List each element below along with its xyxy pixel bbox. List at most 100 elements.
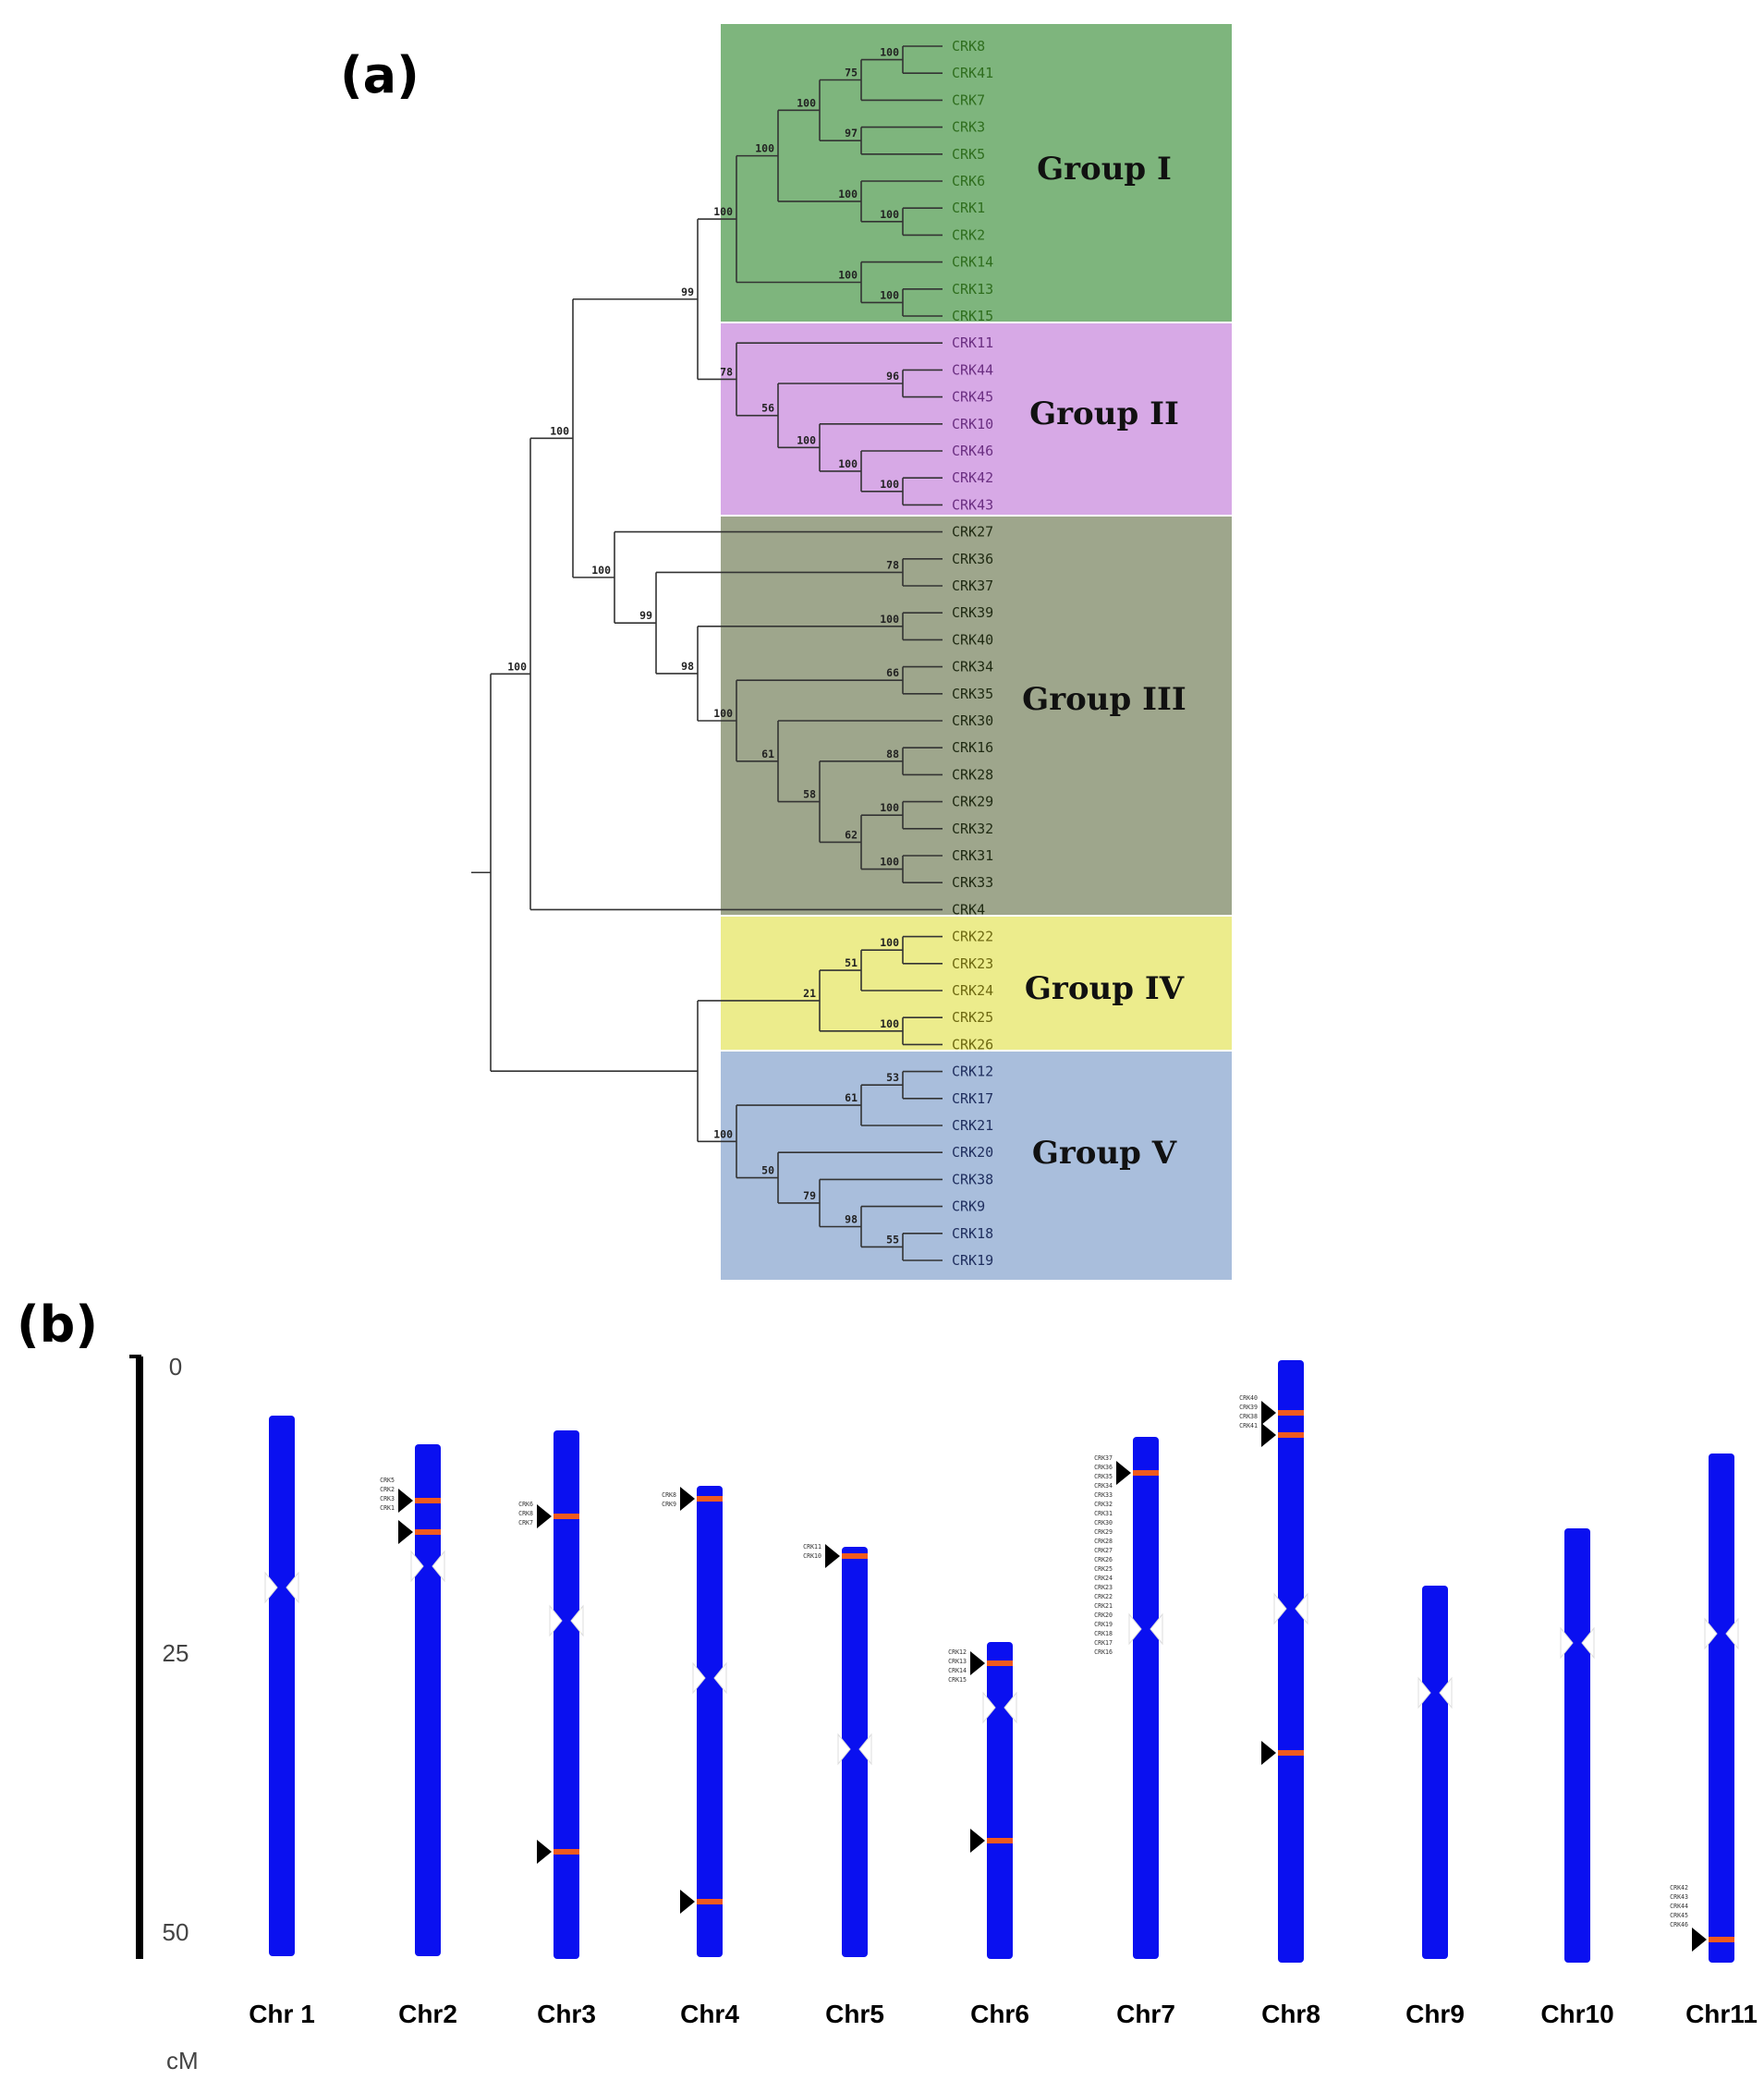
gene-label: CRK29 bbox=[1094, 1528, 1113, 1536]
gene-label: CRK5 bbox=[380, 1477, 395, 1484]
gene-label: CRK17 bbox=[1094, 1639, 1113, 1647]
leaf-label: CRK8 bbox=[952, 38, 985, 55]
leaf-label: CRK35 bbox=[952, 686, 993, 702]
gene-label: CRK20 bbox=[1094, 1612, 1113, 1619]
chromosomes: Chr 1CRK5CRK2CRK3CRK1Chr2CRK6CRK8CRK7Chr… bbox=[249, 1360, 1758, 2028]
bootstrap-value: 100 bbox=[838, 188, 858, 201]
group-box-4 bbox=[721, 917, 1232, 1050]
centromere bbox=[1273, 1592, 1308, 1625]
gene-marker bbox=[1278, 1410, 1304, 1416]
marker-arrow bbox=[970, 1829, 985, 1853]
leaf-label: CRK11 bbox=[952, 335, 993, 351]
tree-branches bbox=[471, 45, 943, 1261]
gene-label: CRK10 bbox=[803, 1552, 821, 1560]
leaf-label: CRK32 bbox=[952, 821, 993, 837]
gene-label: CRK16 bbox=[1094, 1648, 1113, 1656]
marker-arrow bbox=[537, 1504, 552, 1528]
bootstrap-value: 100 bbox=[880, 478, 899, 491]
gene-marker bbox=[987, 1838, 1013, 1843]
group-box-3 bbox=[721, 517, 1232, 915]
marker-arrow bbox=[1261, 1741, 1276, 1765]
gene-label: CRK34 bbox=[1094, 1482, 1113, 1490]
leaf-labels: CRK8CRK41CRK7CRK3CRK5CRK6CRK1CRK2CRK14CR… bbox=[952, 38, 993, 1269]
gene-label: CRK27 bbox=[1094, 1547, 1113, 1554]
leaf-label: CRK2 bbox=[952, 226, 985, 243]
chromosome-body bbox=[1422, 1586, 1448, 1959]
bootstrap-value: 79 bbox=[803, 1189, 816, 1202]
gene-marker bbox=[697, 1496, 723, 1502]
leaf-label: CRK42 bbox=[952, 469, 993, 486]
marker-arrow bbox=[398, 1489, 413, 1513]
leaf-label: CRK40 bbox=[952, 631, 993, 648]
bootstrap-value: 50 bbox=[761, 1164, 774, 1177]
bootstrap-value: 97 bbox=[845, 127, 858, 140]
gene-marker bbox=[1278, 1750, 1304, 1756]
gene-label: CRK44 bbox=[1670, 1903, 1688, 1910]
group-label-4: Group IV bbox=[1025, 970, 1185, 1007]
group-label-3: Group III bbox=[1022, 681, 1186, 718]
chromosome-label: Chr11 bbox=[1685, 2000, 1758, 2028]
leaf-label: CRK34 bbox=[952, 659, 993, 675]
bootstrap-value: 100 bbox=[880, 613, 899, 626]
leaf-label: CRK44 bbox=[952, 361, 993, 378]
gene-label: CRK36 bbox=[1094, 1464, 1113, 1471]
bootstrap-value: 58 bbox=[803, 788, 816, 801]
gene-label: CRK38 bbox=[1239, 1413, 1258, 1420]
centromere bbox=[1417, 1676, 1453, 1709]
bootstrap-value: 88 bbox=[886, 748, 899, 760]
gene-label: CRK3 bbox=[380, 1495, 395, 1502]
chromosome-label: Chr10 bbox=[1540, 2000, 1613, 2028]
gene-label: CRK25 bbox=[1094, 1565, 1113, 1573]
gene-label: CRK23 bbox=[1094, 1584, 1113, 1591]
marker-arrow bbox=[970, 1651, 985, 1675]
chromosome-label: Chr2 bbox=[398, 2000, 457, 2028]
gene-label: CRK6 bbox=[518, 1501, 533, 1508]
bootstrap-value: 100 bbox=[591, 564, 611, 577]
gene-marker bbox=[1133, 1470, 1159, 1476]
leaf-label: CRK39 bbox=[952, 604, 993, 621]
chromosome-9: Chr9 bbox=[1405, 1586, 1465, 2028]
centromere bbox=[837, 1733, 872, 1766]
leaf-label: CRK6 bbox=[952, 173, 985, 189]
bootstrap-value: 66 bbox=[886, 666, 899, 679]
gene-label: CRK2 bbox=[380, 1486, 395, 1493]
bootstrap-value: 99 bbox=[681, 286, 694, 298]
leaf-label: CRK27 bbox=[952, 524, 993, 541]
bootstrap-value: 55 bbox=[886, 1233, 899, 1246]
centromere bbox=[264, 1571, 299, 1604]
chromosome-label: Chr7 bbox=[1116, 2000, 1175, 2028]
chromosome-label: Chr4 bbox=[680, 2000, 739, 2028]
group-boxes bbox=[721, 24, 1232, 1280]
bootstrap-value: 100 bbox=[838, 269, 858, 282]
gene-marker bbox=[987, 1660, 1013, 1666]
leaf-label: CRK16 bbox=[952, 739, 993, 756]
marker-arrow bbox=[1261, 1423, 1276, 1447]
leaf-label: CRK25 bbox=[952, 1009, 993, 1026]
gene-label: CRK1 bbox=[380, 1504, 395, 1512]
bootstrap-value: 98 bbox=[845, 1213, 858, 1226]
marker-arrow bbox=[680, 1890, 695, 1914]
bootstrap-value: 75 bbox=[845, 67, 858, 79]
marker-arrow bbox=[825, 1544, 840, 1568]
gene-marker bbox=[1709, 1937, 1734, 1942]
bootstrap-value: 100 bbox=[713, 205, 733, 218]
gene-label: CRK33 bbox=[1094, 1491, 1113, 1499]
gene-marker bbox=[554, 1849, 579, 1855]
panel-a-label: (a) bbox=[340, 46, 420, 104]
marker-arrow bbox=[1116, 1461, 1131, 1485]
chromosome-body bbox=[1133, 1437, 1159, 1959]
bootstrap-value: 100 bbox=[507, 660, 527, 673]
gene-label: CRK13 bbox=[948, 1658, 967, 1665]
gene-label: CRK19 bbox=[1094, 1621, 1113, 1628]
gene-label: CRK35 bbox=[1094, 1473, 1113, 1480]
chromosome-label: Chr 1 bbox=[249, 2000, 315, 2028]
leaf-label: CRK10 bbox=[952, 416, 993, 432]
gene-label: CRK12 bbox=[948, 1648, 967, 1656]
gene-marker bbox=[554, 1514, 579, 1519]
gene-label: CRK11 bbox=[803, 1543, 821, 1551]
bootstrap-value: 56 bbox=[761, 402, 774, 415]
bootstrap-value: 53 bbox=[886, 1071, 899, 1084]
